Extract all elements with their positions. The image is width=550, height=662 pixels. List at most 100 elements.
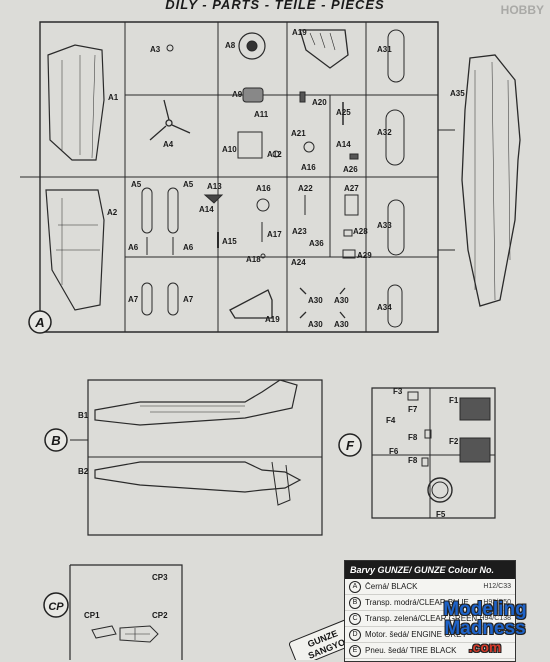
svg-text:A14: A14 (336, 140, 351, 149)
svg-text:A7: A7 (128, 295, 139, 304)
color-letter: B (349, 596, 361, 609)
part-b2-shape (94, 461, 302, 493)
svg-text:A3: A3 (150, 45, 161, 54)
color-row: A Černá/ BLACK H12/C33 (345, 579, 515, 595)
color-name: Motor. šedá/ ENGINE GREY (365, 630, 467, 639)
svg-text:F4: F4 (386, 416, 396, 425)
color-row: C Transp. zelená/CLEAR GREEN H94/C138 (345, 611, 515, 627)
color-letter: C (349, 612, 361, 625)
part-a34-shape (387, 284, 403, 328)
part-a1-shape (47, 44, 105, 161)
part-a19-shape (299, 29, 349, 69)
color-row: B Transp. modrá/CLEAR BLUE H93/C50 (345, 595, 515, 611)
modelingmadness-watermark: Modeling Madness .com (420, 600, 550, 660)
svg-text:F8: F8 (408, 456, 418, 465)
part-b1-shape (94, 379, 298, 426)
svg-text:A6: A6 (183, 243, 194, 252)
part-a33-shape (387, 199, 405, 256)
svg-text:A10: A10 (222, 145, 237, 154)
svg-text:A32: A32 (377, 128, 392, 137)
part-a9-shape (242, 87, 264, 103)
part-a31-shape (387, 29, 405, 83)
svg-text:B: B (51, 433, 60, 448)
svg-text:A36: A36 (309, 239, 324, 248)
brand-ghost-text: HOBBY (500, 3, 544, 17)
svg-text:A13: A13 (207, 182, 222, 191)
part-a8-shape (238, 32, 266, 60)
svg-text:A12: A12 (267, 150, 282, 159)
part-cp1-shape (91, 625, 117, 639)
svg-text:A17: A17 (267, 230, 282, 239)
svg-text:A21: A21 (291, 129, 306, 138)
svg-text:A34: A34 (377, 303, 392, 312)
svg-text:A35: A35 (450, 89, 465, 98)
svg-text:B1: B1 (78, 411, 89, 420)
part-cp2-shape (119, 625, 159, 643)
svg-text:B2: B2 (78, 467, 89, 476)
svg-text:A30: A30 (334, 296, 349, 305)
sprue-b-frame (70, 379, 323, 536)
svg-text:A31: A31 (377, 45, 392, 54)
svg-text:CP3: CP3 (152, 573, 168, 582)
svg-text:A33: A33 (377, 221, 392, 230)
svg-text:A20: A20 (312, 98, 327, 107)
svg-text:F3: F3 (393, 387, 403, 396)
part-a4-shape (149, 99, 191, 141)
svg-text:A15: A15 (222, 237, 237, 246)
svg-text:CP1: CP1 (84, 611, 100, 620)
color-table: Barvy GUNZE/ GUNZE Colour No. A Černá/ B… (344, 560, 516, 662)
svg-text:A24: A24 (291, 258, 306, 267)
color-code: H94/C138 (479, 615, 511, 622)
svg-text:A11: A11 (254, 110, 269, 119)
watermark-line2: Madness (444, 618, 526, 639)
svg-text:A5: A5 (131, 180, 142, 189)
svg-text:A16: A16 (301, 163, 316, 172)
svg-text:F6: F6 (389, 447, 399, 456)
sprue-f-label: F (338, 433, 362, 457)
part-a10-shape (237, 131, 263, 159)
svg-text:A23: A23 (292, 227, 307, 236)
svg-text:A5: A5 (183, 180, 194, 189)
svg-text:A30: A30 (308, 296, 323, 305)
svg-text:A29: A29 (357, 251, 372, 260)
part-a35-shape (461, 54, 521, 307)
color-code: H12/C33 (483, 583, 511, 590)
svg-text:A30: A30 (334, 320, 349, 329)
color-table-title: Barvy GUNZE/ GUNZE Colour No. (345, 561, 515, 579)
sprue-cp-label: CP (43, 592, 69, 618)
svg-text:A16: A16 (256, 184, 271, 193)
svg-text:A: A (34, 315, 44, 330)
color-name: Transp. modrá/CLEAR BLUE (365, 598, 469, 607)
color-row: D Motor. šedá/ ENGINE GREY (345, 627, 515, 643)
svg-text:A8: A8 (225, 41, 236, 50)
svg-text:F2: F2 (449, 437, 459, 446)
svg-text:A30: A30 (308, 320, 323, 329)
sprue-a-frame (20, 21, 455, 333)
svg-text:A22: A22 (298, 184, 313, 193)
svg-text:A25: A25 (336, 108, 351, 117)
svg-text:A27: A27 (344, 184, 359, 193)
svg-text:A7: A7 (183, 295, 194, 304)
color-letter: E (349, 644, 361, 657)
svg-text:F7: F7 (408, 405, 418, 414)
part-a2-shape (45, 189, 105, 311)
svg-text:A28: A28 (353, 227, 368, 236)
part-a32-shape (385, 109, 405, 166)
svg-text:A18: A18 (246, 255, 261, 264)
color-letter: D (349, 628, 361, 641)
svg-text:CP: CP (48, 601, 64, 613)
svg-text:A26: A26 (343, 165, 358, 174)
color-name: Pneu. šedá/ TIRE BLACK (365, 646, 457, 655)
svg-text:F5: F5 (436, 510, 446, 519)
svg-text:A4: A4 (163, 140, 174, 149)
svg-text:A6: A6 (128, 243, 139, 252)
svg-text:A9: A9 (232, 90, 243, 99)
color-code: H93/C50 (483, 599, 511, 606)
svg-text:A19: A19 (265, 315, 280, 324)
page-title: DILY - PARTS - TEILE - PIECES (165, 0, 385, 12)
sprue-b-label: B (44, 428, 68, 452)
svg-text:F1: F1 (449, 396, 459, 405)
sprue-cp-frame (69, 564, 183, 660)
